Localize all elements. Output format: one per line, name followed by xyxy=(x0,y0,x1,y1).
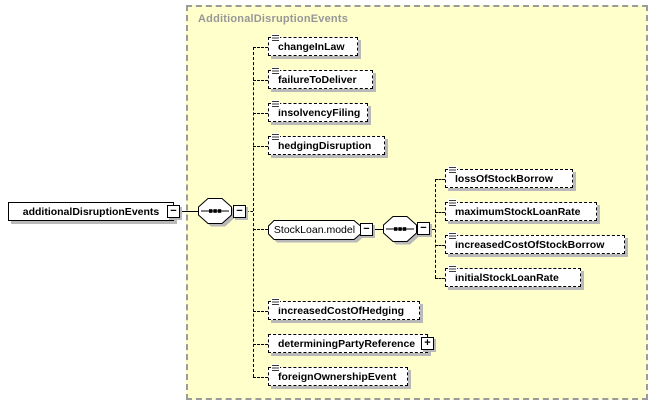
element-label: maximumStockLoanRate xyxy=(455,205,581,218)
connector xyxy=(435,245,445,246)
connector xyxy=(374,229,383,230)
element-lossOfStockBorrow[interactable]: lossOfStockBorrow xyxy=(445,166,573,188)
element-determiningPartyReference[interactable]: determiningPartyReference + xyxy=(268,334,434,353)
connector xyxy=(253,146,268,147)
element-label: additionalDisruptionEvents xyxy=(22,205,160,218)
element-label: changeInLaw xyxy=(278,40,345,53)
element-label: failureToDeliver xyxy=(278,73,357,86)
connector xyxy=(435,212,445,213)
connector xyxy=(253,47,268,48)
collapse-button[interactable]: − xyxy=(167,205,180,218)
collapse-button[interactable]: − xyxy=(417,222,430,235)
text-content-icon xyxy=(448,199,457,208)
connector xyxy=(253,344,268,345)
element-label: foreignOwnershipEvent xyxy=(278,370,397,383)
element-label: insolvencyFiling xyxy=(278,106,361,119)
connector xyxy=(435,179,436,278)
element-failureToDeliver[interactable]: failureToDeliver xyxy=(268,67,373,89)
connector xyxy=(181,211,198,212)
connector xyxy=(435,179,445,180)
collapse-button[interactable]: − xyxy=(360,223,373,236)
text-content-icon xyxy=(271,133,280,142)
group-label: StockLoan.model xyxy=(273,224,356,236)
element-increasedCostOfStockBorrow[interactable]: increasedCostOfStockBorrow xyxy=(445,232,625,254)
connector xyxy=(246,211,253,212)
text-content-icon xyxy=(271,100,280,109)
model-group-shape xyxy=(268,220,364,243)
element-increasedCostOfHedging[interactable]: increasedCostOfHedging xyxy=(268,298,420,320)
element-foreignOwnershipEvent[interactable]: foreignOwnershipEvent xyxy=(268,364,408,386)
element-label: hedgingDisruption xyxy=(278,139,372,152)
text-content-icon xyxy=(271,34,280,43)
element-label: lossOfStockBorrow xyxy=(455,172,554,185)
complextype-title: AdditionalDisruptionEvents xyxy=(198,13,349,25)
element-changeInLaw[interactable]: changeInLaw xyxy=(268,34,358,56)
text-content-icon xyxy=(448,232,457,241)
connector xyxy=(253,47,254,377)
sequence-icon xyxy=(383,216,420,245)
sequence-icon xyxy=(198,198,235,227)
text-content-icon xyxy=(271,67,280,76)
element-hedgingDisruption[interactable]: hedgingDisruption xyxy=(268,133,385,155)
element-initialStockLoanRate[interactable]: initialStockLoanRate xyxy=(445,265,581,287)
element-label: determiningPartyReference xyxy=(278,337,416,350)
model-group-stockloan[interactable]: StockLoan.model xyxy=(268,220,361,240)
element-maximumStockLoanRate[interactable]: maximumStockLoanRate xyxy=(445,199,597,221)
connector xyxy=(430,229,435,230)
connector xyxy=(253,377,268,378)
element-additionalDisruptionEvents[interactable]: additionalDisruptionEvents − xyxy=(8,202,180,221)
text-content-icon xyxy=(448,265,457,274)
connector xyxy=(253,229,268,230)
expand-button[interactable]: + xyxy=(421,337,434,350)
text-content-icon xyxy=(271,364,280,373)
connector xyxy=(253,80,268,81)
element-insolvencyFiling[interactable]: insolvencyFiling xyxy=(268,100,368,122)
connector xyxy=(435,278,445,279)
text-content-icon xyxy=(448,166,457,175)
collapse-button[interactable]: − xyxy=(233,205,246,218)
text-content-icon xyxy=(271,298,280,307)
connector xyxy=(253,113,268,114)
element-label: initialStockLoanRate xyxy=(455,271,559,284)
element-label: increasedCostOfHedging xyxy=(278,304,405,317)
element-label: increasedCostOfStockBorrow xyxy=(455,238,605,251)
connector xyxy=(253,311,268,312)
